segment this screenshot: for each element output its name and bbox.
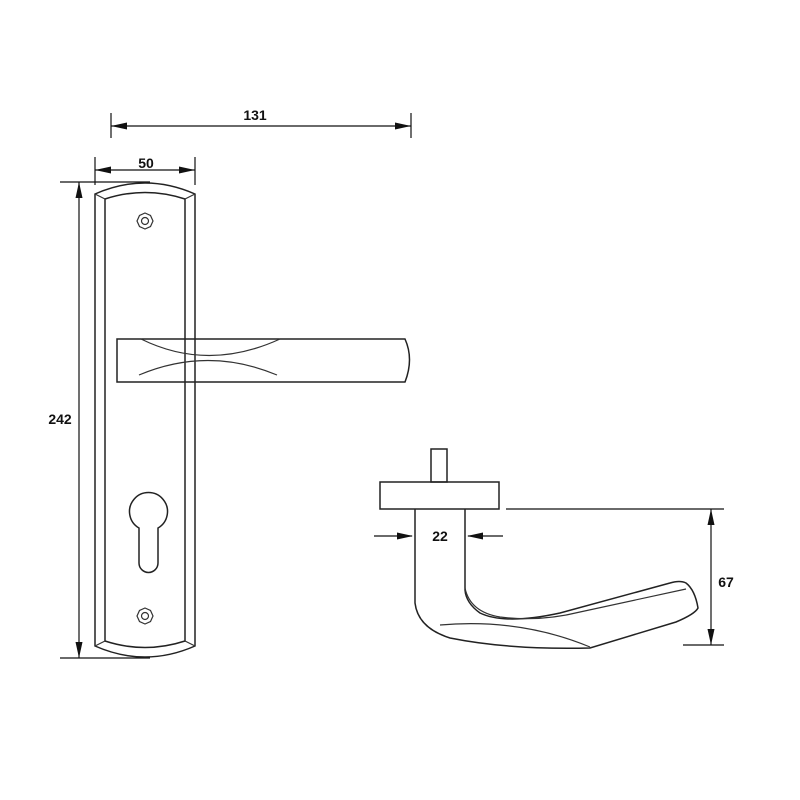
- plate-width-label: 50: [138, 155, 154, 171]
- dimension-handle-projection: 67: [683, 509, 734, 646]
- screw-bottom-icon: [136, 607, 154, 625]
- dimension-plate-width: 50: [94, 155, 196, 185]
- screw-top-icon: [136, 212, 154, 230]
- dimension-plate-height: 242: [48, 181, 150, 659]
- dimension-overall-width: 131: [110, 107, 412, 138]
- overall-width-label: 131: [243, 107, 267, 123]
- side-view: [379, 448, 724, 650]
- keyhole-icon: [128, 491, 169, 574]
- rose-base: [379, 481, 500, 510]
- lever-handle-front: [116, 338, 411, 383]
- handle-projection-label: 67: [718, 574, 734, 590]
- neck-width-label: 22: [432, 528, 448, 544]
- backplate: [94, 182, 196, 658]
- spindle: [430, 448, 448, 483]
- plate-height-label: 242: [48, 411, 72, 427]
- dimension-neck-width: 22: [374, 528, 503, 544]
